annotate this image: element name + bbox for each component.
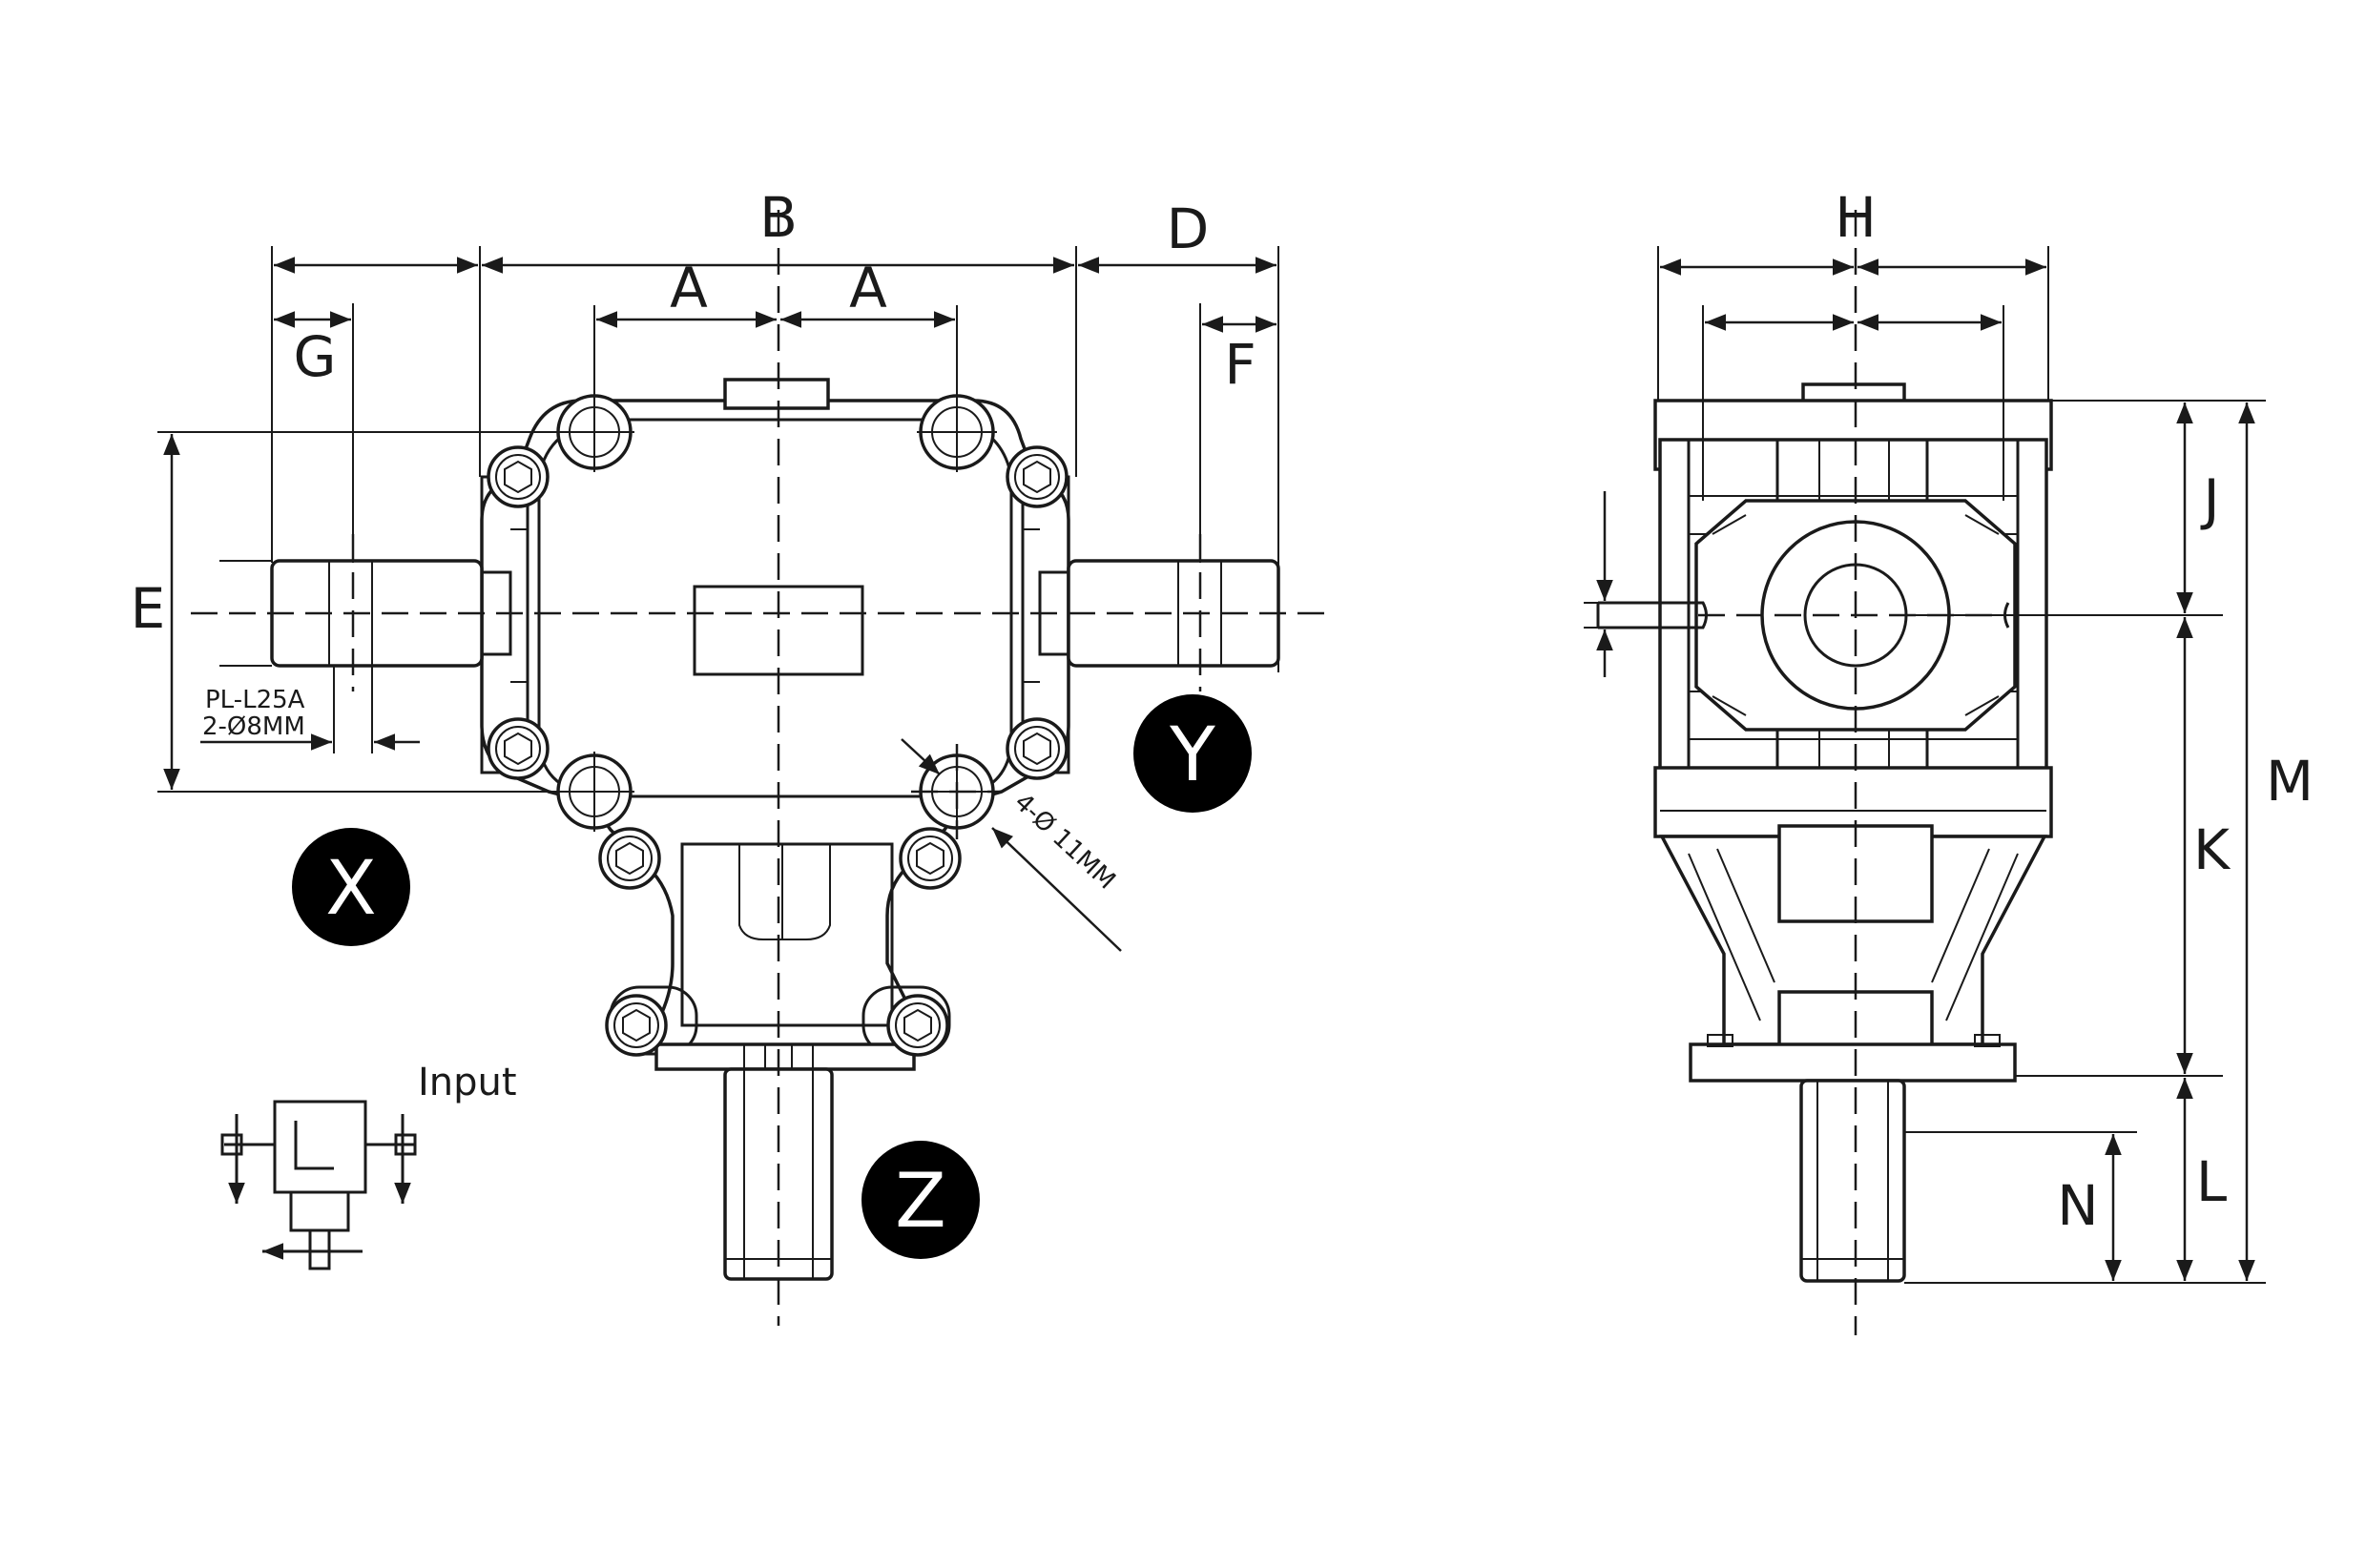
dim-label-g: G — [294, 324, 337, 389]
dim-label-n: N — [2057, 1173, 2098, 1238]
side-view: H J K L N M — [1584, 185, 2314, 1335]
front-base-plate — [654, 1042, 916, 1071]
top-nub — [723, 378, 830, 410]
dim-label-l: L — [2196, 1149, 2227, 1214]
model-note: PL-L25A — [205, 686, 305, 714]
dim-label-a-right: A — [849, 256, 887, 320]
dim-label-j: J — [2200, 467, 2219, 532]
input-schematic — [220, 1100, 417, 1270]
front-view: B A A D G F E PL-L25A 2-Ø8MM 4-Ø 11MM X … — [131, 185, 1331, 1326]
dim-label-f: F — [1224, 332, 1256, 397]
badge-y: Y — [1133, 694, 1252, 813]
side-base-plate — [1689, 1042, 2017, 1083]
dim-label-k: K — [2193, 817, 2231, 882]
badge-x: X — [292, 828, 410, 946]
dim-label-e: E — [131, 576, 166, 641]
dim-label-a-left: A — [670, 256, 708, 320]
badge-z: Z — [861, 1141, 980, 1259]
front-housing — [480, 399, 1070, 1056]
dim-label-d: D — [1167, 196, 1210, 261]
bolt-hole-note: 4-Ø 11MM — [1008, 788, 1120, 895]
svg-text:X: X — [325, 846, 376, 932]
side-output-shaft — [1799, 1079, 1906, 1283]
dim-label-h: H — [1835, 185, 1877, 250]
svg-text:Z: Z — [895, 1159, 945, 1245]
dim-label-b: B — [759, 185, 798, 250]
input-label: Input — [418, 1061, 517, 1104]
dim-label-m: M — [2266, 749, 2314, 814]
key-hole-note: 2-Ø8MM — [202, 712, 305, 741]
svg-text:Y: Y — [1169, 712, 1215, 798]
